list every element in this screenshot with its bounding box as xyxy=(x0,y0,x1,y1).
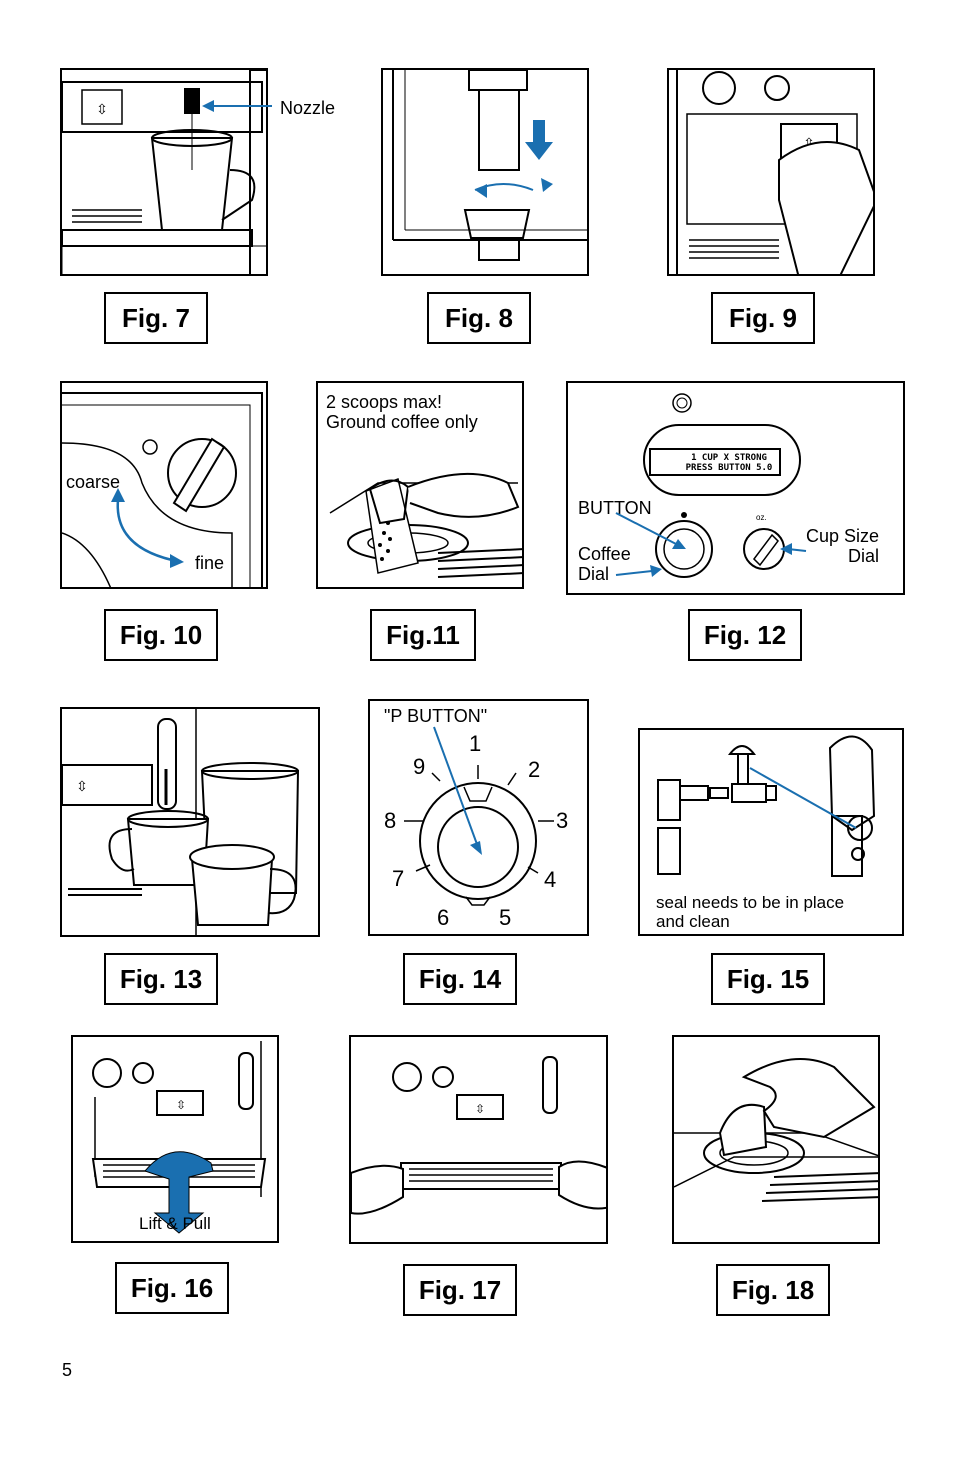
fig16-lift-pull-note: Lift & Pull xyxy=(139,1214,211,1233)
svg-text:⇳: ⇳ xyxy=(803,135,815,151)
fig10-coarse-note: coarse xyxy=(66,472,121,492)
fig15-seal-note: seal needs to be in place and clean xyxy=(656,893,845,931)
svg-text:⇳: ⇳ xyxy=(176,1098,186,1112)
coarse-fine-arrow-icon xyxy=(111,488,184,568)
fig14-illustration xyxy=(368,699,589,936)
fig7-illustration: ⇳ xyxy=(60,68,268,276)
fig12-button-note: BUTTON xyxy=(578,498,652,518)
page-number: 5 xyxy=(62,1360,73,1380)
fig17-illustration: ⇳ xyxy=(349,1035,608,1244)
fig10-label: Fig. 10 xyxy=(104,609,218,661)
fig18-illustration xyxy=(672,1035,880,1244)
dial-number-5: 5 xyxy=(499,905,512,930)
fig9-illustration: ⇳ xyxy=(667,68,875,276)
fig17-label: Fig. 17 xyxy=(403,1264,517,1316)
fig7-label: Fig. 7 xyxy=(104,292,208,344)
display-line2: PRESS BUTTON 5.0 xyxy=(685,463,773,473)
svg-text:⇳: ⇳ xyxy=(475,1102,485,1116)
dial-number-7: 7 xyxy=(392,866,405,891)
fig16-label: Fig. 16 xyxy=(115,1262,229,1314)
fig12-label: Fig. 12 xyxy=(688,609,802,661)
svg-text:⇳: ⇳ xyxy=(76,778,88,794)
fig9-label: Fig. 9 xyxy=(711,292,815,344)
fig8-illustration xyxy=(381,68,589,276)
fig11-scoops-note: 2 scoops max! Ground coffee only xyxy=(326,392,478,432)
nozzle-arrow-icon xyxy=(202,100,272,112)
dial-number-3: 3 xyxy=(556,808,569,833)
fig12-cup-size-dial-note: Cup Size Dial xyxy=(806,526,880,566)
dial-number-1: 1 xyxy=(469,731,482,756)
fig14-label: Fig. 14 xyxy=(403,953,517,1005)
fig13-label: Fig. 13 xyxy=(104,953,218,1005)
fig12-display: 1 CUP X STRONG PRESS BUTTON 5.0 xyxy=(679,453,779,473)
dial-number-4: 4 xyxy=(544,867,557,892)
fig13-illustration: ⇳ xyxy=(60,707,320,937)
fig12-arrows-icon xyxy=(615,512,807,577)
fig10-fine-note: fine xyxy=(195,553,225,573)
fig12-oz-note: oz. xyxy=(756,513,767,522)
display-line1: 1 CUP X STRONG xyxy=(691,453,767,463)
fig16-illustration: ⇳ xyxy=(71,1035,279,1243)
fig12-illustration xyxy=(566,381,905,595)
fig15-illustration xyxy=(638,728,904,936)
dial-number-2: 2 xyxy=(528,757,541,782)
dial-number-8: 8 xyxy=(384,808,397,833)
fig12-coffee-dial-note: Coffee Dial xyxy=(578,544,631,584)
fig8-label: Fig. 8 xyxy=(427,292,531,344)
svg-text:⇳: ⇳ xyxy=(96,101,108,117)
dial-number-9: 9 xyxy=(413,754,426,779)
fig7-nozzle-note: Nozzle xyxy=(280,98,336,118)
dial-number-6: 6 xyxy=(437,905,450,930)
fig10-illustration xyxy=(60,381,268,589)
fig15-label: Fig. 15 xyxy=(711,953,825,1005)
fig14-p-button-note: "P BUTTON" xyxy=(384,706,488,726)
fig18-label: Fig. 18 xyxy=(716,1264,830,1316)
fig11-label: Fig.11 xyxy=(370,609,476,661)
fig11-illustration xyxy=(316,381,524,589)
